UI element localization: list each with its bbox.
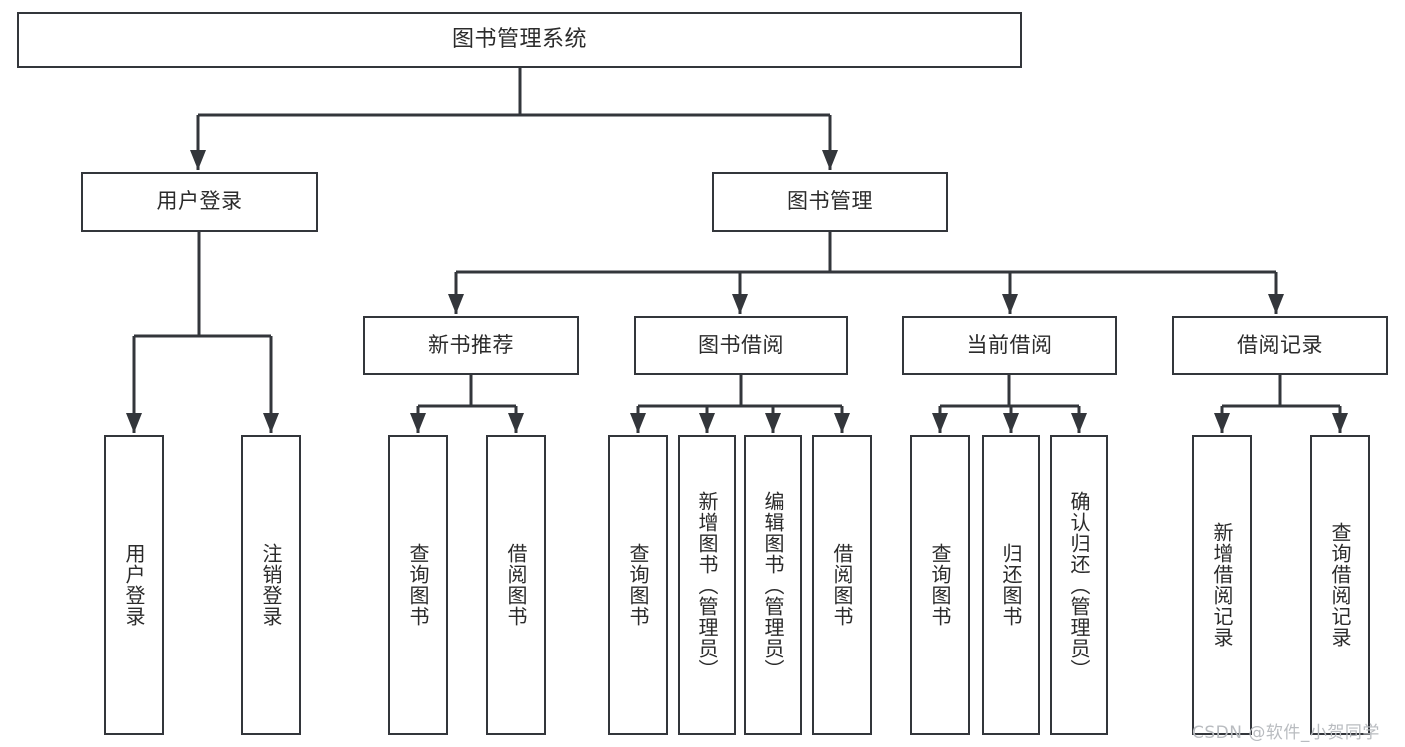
node-label: 借阅记录 (1237, 332, 1323, 357)
node-label: 用户登录 (156, 189, 243, 214)
book-borrow-split-arrow-1 (699, 413, 715, 433)
node-new-book-rec[interactable]: 新书推荐 (363, 316, 579, 375)
node-leaf-bb-add[interactable]: 新增图书（管理员） (678, 435, 736, 735)
node-label: 查询图书 (928, 543, 952, 627)
current-borrow-split-arrow-0 (932, 413, 948, 433)
new-book-rec-split-arrow-1 (508, 413, 524, 433)
user-login-split-arrow-1 (263, 413, 279, 433)
book-borrow-split-arrow-3 (834, 413, 850, 433)
borrow-record-split-arrow-1 (1332, 413, 1348, 433)
node-leaf-cb-query[interactable]: 查询图书 (910, 435, 970, 735)
book-mgmt-split-arrow-1 (732, 294, 748, 314)
node-label: 注销登录 (259, 543, 283, 627)
node-book-borrow[interactable]: 图书借阅 (634, 316, 848, 375)
node-leaf-user-logout[interactable]: 注销登录 (241, 435, 301, 735)
book-mgmt-split-arrow-2 (1002, 294, 1018, 314)
node-user-login[interactable]: 用户登录 (81, 172, 318, 232)
node-label: 编辑图书（管理员） (761, 490, 785, 680)
node-leaf-bb-query[interactable]: 查询图书 (608, 435, 668, 735)
node-label: 新增借阅记录 (1210, 522, 1234, 648)
node-leaf-cb-return[interactable]: 归还图书 (982, 435, 1040, 735)
node-leaf-rec-borrow[interactable]: 借阅图书 (486, 435, 546, 735)
node-label: 归还图书 (999, 543, 1023, 627)
book-borrow-split-arrow-2 (765, 413, 781, 433)
current-borrow-split-arrow-2 (1071, 413, 1087, 433)
current-borrow-split-arrow-1 (1003, 413, 1019, 433)
node-label: 借阅图书 (504, 543, 528, 627)
node-leaf-rec-query[interactable]: 查询图书 (388, 435, 448, 735)
book-mgmt-split-arrow-0 (448, 294, 464, 314)
node-label: 借阅图书 (830, 543, 854, 627)
root-split-arrow-0 (190, 150, 206, 170)
node-label: 用户登录 (122, 543, 146, 627)
node-borrow-record[interactable]: 借阅记录 (1172, 316, 1388, 375)
node-label: 新书推荐 (428, 332, 514, 357)
node-label: 图书管理 (787, 189, 873, 214)
node-label: 确认归还（管理员） (1067, 490, 1091, 680)
book-borrow-split-arrow-0 (630, 413, 646, 433)
node-book-mgmt[interactable]: 图书管理 (712, 172, 948, 232)
node-label: 新增图书（管理员） (695, 490, 719, 680)
node-leaf-bb-edit[interactable]: 编辑图书（管理员） (744, 435, 802, 735)
node-root[interactable]: 图书管理系统 (17, 12, 1022, 68)
root-split-arrow-1 (822, 150, 838, 170)
node-label: 查询图书 (626, 543, 650, 627)
node-label: 图书管理系统 (451, 26, 587, 52)
node-leaf-bb-borrow[interactable]: 借阅图书 (812, 435, 872, 735)
node-current-borrow[interactable]: 当前借阅 (902, 316, 1117, 375)
node-label: 图书借阅 (698, 332, 784, 357)
new-book-rec-split-arrow-0 (410, 413, 426, 433)
node-leaf-br-add[interactable]: 新增借阅记录 (1192, 435, 1252, 735)
book-mgmt-split-arrow-3 (1268, 294, 1284, 314)
node-leaf-user-login[interactable]: 用户登录 (104, 435, 164, 735)
user-login-split-arrow-0 (126, 413, 142, 433)
node-leaf-cb-confirm[interactable]: 确认归还（管理员） (1050, 435, 1108, 735)
node-label: 查询图书 (406, 543, 430, 627)
node-leaf-br-query[interactable]: 查询借阅记录 (1310, 435, 1370, 735)
borrow-record-split-arrow-0 (1214, 413, 1230, 433)
node-label: 查询借阅记录 (1328, 522, 1352, 648)
node-label: 当前借阅 (966, 332, 1053, 357)
